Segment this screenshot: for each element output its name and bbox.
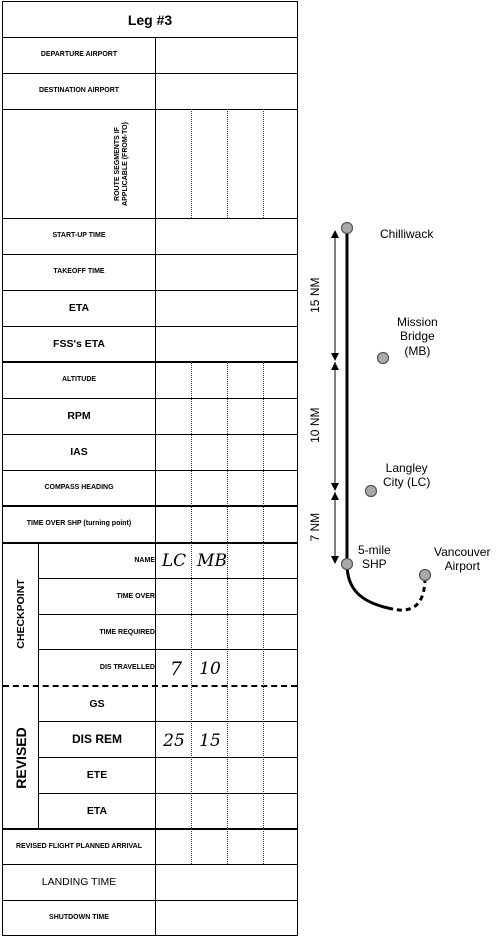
distance-10nm: 10 NM: [307, 407, 322, 443]
shutdown-time-field[interactable]: [156, 901, 297, 935]
vancouver-airport-marker: [418, 568, 432, 582]
eta-field[interactable]: [156, 291, 297, 326]
handwritten-dis-travelled-10[interactable]: 10: [199, 659, 221, 679]
takeoff-time-label: TAKEOFF TIME: [53, 268, 105, 276]
dis-rem-label: DIS REM: [71, 731, 122, 746]
departure-airport-field[interactable]: [156, 38, 297, 73]
time-over-shp-label: TIME OVER SHP (turning point): [26, 520, 132, 528]
gs-label: GS: [89, 697, 105, 710]
fss-eta-field[interactable]: [156, 327, 297, 362]
landing-time-label: LANDING TIME: [41, 876, 117, 889]
destination-airport-label: DESTINATION AIRPORT: [38, 87, 120, 95]
shutdown-time-label: SHUTDOWN TIME: [49, 913, 109, 921]
chilliwack-label: Chilliwack: [380, 227, 434, 241]
checkpoint-name-label: NAME: [134, 557, 155, 564]
time-required-label: TIME REQUIRED: [99, 628, 155, 636]
revised-arrival-label: REVISED FLIGHT PLANNED ARRIVAL: [15, 842, 142, 850]
leg-title: Leg #3: [127, 11, 173, 28]
revised-eta-label: ETA: [86, 804, 108, 817]
mission-bridge-marker: [376, 351, 390, 365]
handwritten-dis-rem-15[interactable]: 15: [199, 731, 221, 751]
checkpoint-section-label: CHECKPOINT: [15, 579, 27, 649]
route-map-svg: [331, 221, 432, 612]
departure-airport-label: DEPARTURE AIRPORT: [40, 51, 118, 59]
route-segments-label: ROUTE SEGMENTS IF APPLICABLE (FROM-TO): [113, 122, 129, 206]
altitude-label: ALTITUDE: [61, 376, 97, 384]
startup-time-label: START-UP TIME: [52, 232, 106, 240]
landing-time-field[interactable]: [156, 865, 297, 900]
compass-heading-label: COMPASS HEADING: [44, 484, 114, 492]
handwritten-dis-rem-25[interactable]: 25: [163, 731, 185, 751]
distance-15nm: 15 NM: [307, 277, 322, 313]
destination-airport-field[interactable]: [156, 74, 297, 109]
startup-time-field[interactable]: [156, 219, 297, 254]
time-over-label: TIME OVER: [116, 593, 155, 600]
shp-marker: [340, 557, 354, 571]
chilliwack-marker: [340, 221, 354, 235]
takeoff-time-field[interactable]: [156, 255, 297, 290]
handwritten-name-lc[interactable]: LC: [161, 551, 187, 571]
ias-label: IAS: [70, 446, 88, 459]
handwritten-dis-travelled-7[interactable]: 7: [169, 658, 183, 680]
checkpoint-revised-separator: [3, 685, 297, 687]
handwritten-name-mb[interactable]: MB: [197, 551, 227, 571]
dis-travelled-label: DIS TRAVELLED: [99, 663, 155, 671]
revised-section-label: REVISED: [13, 727, 29, 789]
distance-7nm: 7 NM: [307, 512, 322, 542]
ete-label: ETE: [86, 769, 108, 782]
eta-label: ETA: [68, 302, 90, 315]
langley-city-marker: [364, 484, 378, 498]
rpm-label: RPM: [67, 410, 91, 423]
flight-log-form: Leg #3 DEPARTURE AIRPORT DESTINATION AIR…: [2, 1, 298, 936]
fss-eta-label: FSS's ETA: [53, 338, 105, 351]
